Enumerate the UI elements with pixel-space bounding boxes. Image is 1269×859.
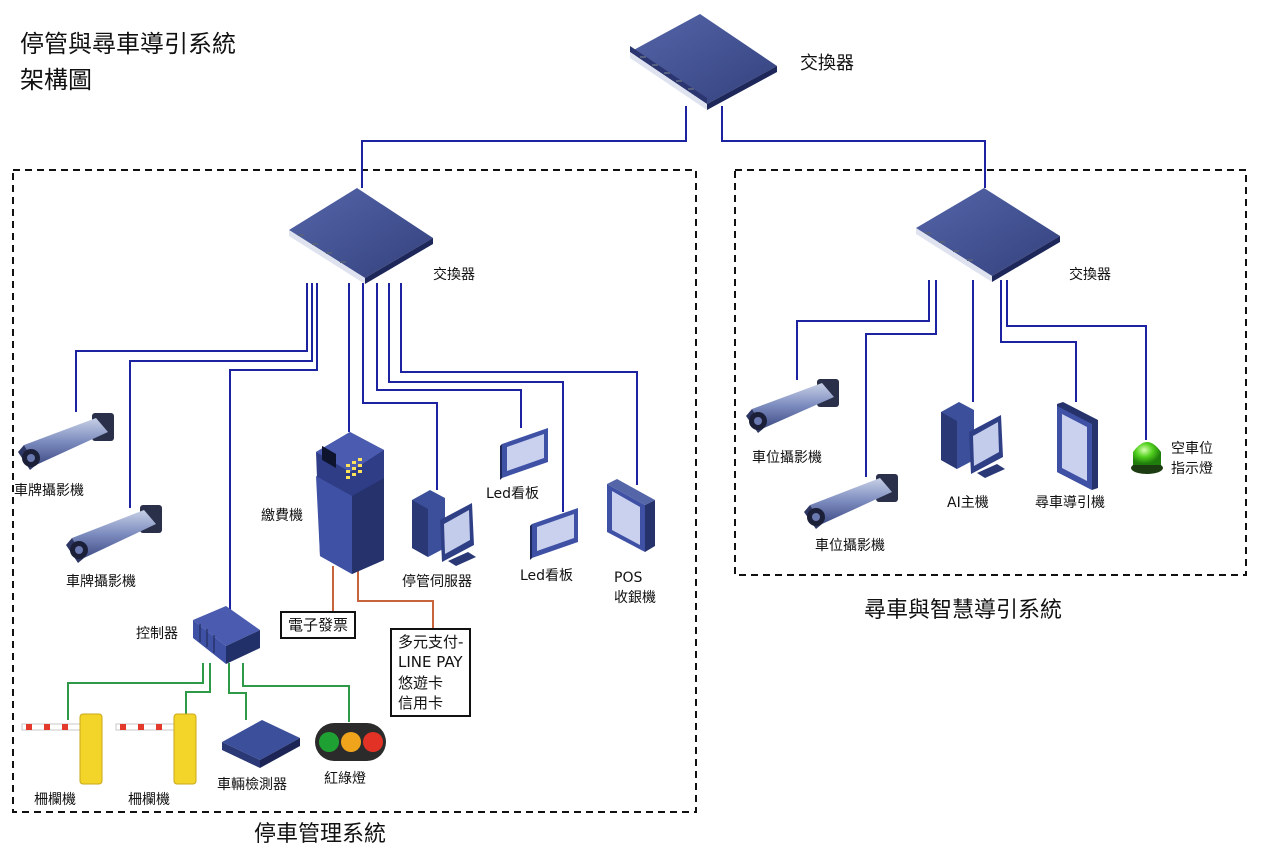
ai-host-icon — [941, 402, 1005, 478]
traffic-light-label: 紅綠燈 — [324, 771, 366, 787]
barrier-1-label: 柵欄機 — [34, 792, 76, 808]
space-camera-1-label: 車位攝影機 — [752, 450, 822, 466]
payment-kiosk-icon — [316, 432, 384, 574]
parking-switch-icon — [289, 188, 433, 284]
pos-label-line2: 收銀機 — [614, 590, 656, 606]
diagram-title-line1: 停管與尋車導引系統 — [20, 30, 236, 58]
guidance-switch-icon — [916, 188, 1060, 282]
payment-method-line: LINE PAY — [398, 653, 463, 672]
server-label: 停管伺服器 — [402, 574, 472, 590]
parking-system-boundary — [12, 169, 697, 813]
ai-host-label: AI主機 — [947, 495, 989, 511]
led-board-1-icon — [500, 428, 548, 480]
space-camera-2-icon — [804, 474, 898, 529]
payment-method-line: 悠遊卡 — [398, 673, 444, 692]
indicator-label-line1: 空車位 — [1171, 441, 1213, 457]
lpr-camera-2-icon — [66, 505, 162, 563]
main-switch-icon — [630, 14, 777, 110]
payment-method-line: 多元支付- — [398, 633, 464, 651]
lpr-camera-1-icon — [18, 413, 114, 470]
payment-kiosk-label: 繳費機 — [261, 508, 303, 524]
space-camera-2-label: 車位攝影機 — [815, 538, 885, 554]
network-cables — [75, 106, 1147, 610]
indicator-light-icon — [1131, 442, 1163, 474]
server-icon — [412, 490, 476, 566]
controller-icon — [193, 606, 260, 664]
guidance-system-boundary — [734, 169, 1247, 576]
indicator-label-line2: 指示燈 — [1171, 461, 1213, 477]
space-camera-1-icon — [746, 379, 839, 433]
parking-switch-label: 交換器 — [433, 267, 475, 283]
parking-system-name: 停車管理系統 — [254, 822, 387, 847]
traffic-light-icon — [315, 723, 386, 761]
barrier-2-label: 柵欄機 — [128, 792, 170, 808]
guidance-system-name: 尋車與智慧導引系統 — [864, 598, 1063, 623]
e-invoice-box: 電子發票 — [280, 611, 357, 640]
pos-label-line1: POS — [614, 570, 643, 586]
vehicle-detector-label: 車輛檢測器 — [217, 777, 287, 793]
controller-label: 控制器 — [136, 626, 178, 642]
barrier-2-icon — [115, 713, 197, 785]
vehicle-detector-icon — [222, 720, 300, 768]
pos-terminal-icon — [607, 479, 655, 552]
diagram-title-line2: 架構圖 — [20, 66, 92, 94]
e-invoice-label: 電子發票 — [288, 616, 349, 634]
guidance-switch-label: 交換器 — [1069, 267, 1111, 283]
lpr-camera-1-label: 車牌攝影機 — [14, 483, 84, 499]
guide-kiosk-icon — [1057, 402, 1098, 490]
payment-cables — [332, 566, 434, 628]
led-board-2-label: Led看板 — [520, 568, 574, 584]
guide-kiosk-label: 尋車導引機 — [1035, 495, 1105, 511]
control-cables — [67, 663, 350, 722]
barrier-1-icon — [21, 713, 103, 785]
payment-method-line: 信用卡 — [398, 693, 444, 712]
led-board-1-label: Led看板 — [486, 486, 540, 502]
led-board-2-icon — [530, 508, 578, 560]
payment-methods-box: 多元支付- LINE PAY 悠遊卡 信用卡 — [390, 628, 472, 717]
main-switch-label: 交換器 — [800, 53, 854, 74]
lpr-camera-2-label: 車牌攝影機 — [66, 574, 136, 590]
